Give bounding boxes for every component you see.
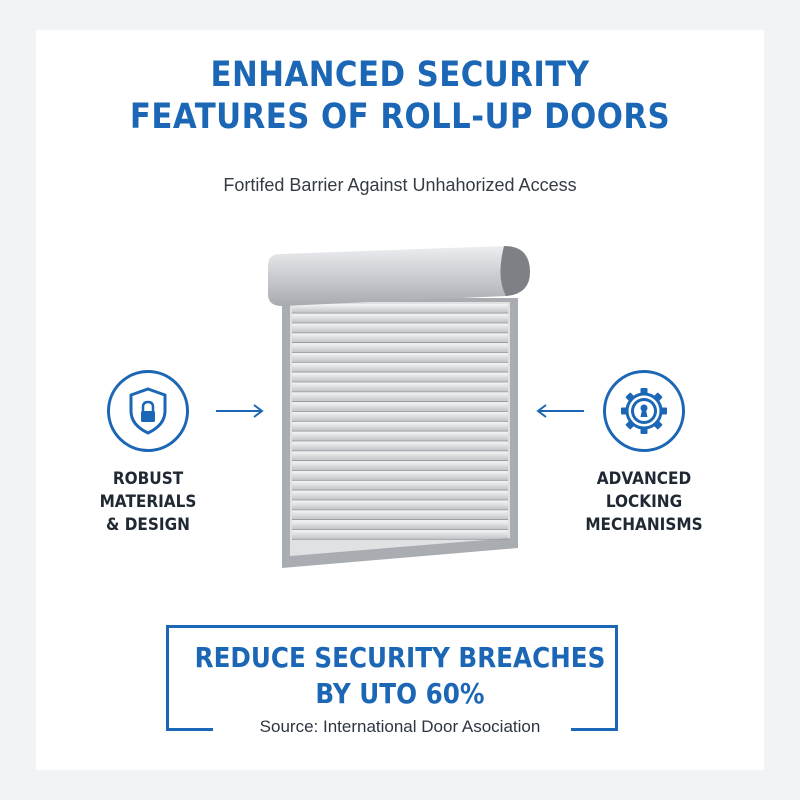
stat-line-1: REDUCE SECURITY BREACHES xyxy=(194,641,606,674)
title-line-2: FEATURES OF ROLL-UP DOORS xyxy=(129,97,671,137)
door-roller-drum xyxy=(268,246,530,306)
feature-label-line: MECHANISMS xyxy=(585,515,703,535)
feature-label-locking: ADVANCED LOCKING MECHANISMS xyxy=(576,468,713,537)
door-slat xyxy=(292,471,508,480)
stat-callout-box xyxy=(166,625,618,731)
arrow-right-icon xyxy=(216,404,264,418)
door-slat xyxy=(292,412,508,421)
gear-keyhole-icon xyxy=(603,370,685,452)
feature-label-line: ROBUST xyxy=(112,469,184,489)
door-slat xyxy=(292,382,508,391)
feature-label-materials: ROBUST MATERIALS & DESIGN xyxy=(85,468,211,537)
source-citation: Source: International Door Asociation xyxy=(259,717,541,736)
roll-up-door-illustration xyxy=(268,246,530,568)
shield-lock-icon xyxy=(107,370,189,452)
door-slat xyxy=(292,510,508,519)
door-slat xyxy=(292,500,508,509)
page-title: ENHANCED SECURITY FEATURES OF ROLL-UP DO… xyxy=(48,54,752,138)
door-slat xyxy=(292,431,508,441)
door-slat xyxy=(292,530,508,539)
door-slat xyxy=(292,461,508,470)
door-slat xyxy=(292,323,508,332)
arrow-left-icon xyxy=(536,404,584,418)
door-slat xyxy=(292,441,508,450)
door-slat xyxy=(292,490,508,500)
door-slat xyxy=(292,451,508,460)
door-slat xyxy=(292,422,508,431)
stat-box-border xyxy=(166,728,213,731)
title-line-1: ENHANCED SECURITY xyxy=(210,55,590,95)
door-slat xyxy=(292,481,508,490)
stat-box-border xyxy=(571,728,618,731)
door-slat xyxy=(292,313,508,323)
stat-headline: REDUCE SECURITY BREACHES BY UTO 60% xyxy=(48,640,752,712)
door-slat xyxy=(292,402,508,411)
subtitle: Fortifed Barrier Against Unhahorized Acc… xyxy=(223,175,577,195)
feature-label-line: LOCKING xyxy=(605,492,683,512)
door-slat xyxy=(292,392,508,401)
door-slat xyxy=(292,363,508,372)
feature-label-line: MATERIALS xyxy=(99,492,197,512)
door-slat xyxy=(292,333,508,342)
feature-label-line: ADVANCED xyxy=(596,469,692,489)
door-slat xyxy=(292,304,508,313)
door-slat xyxy=(292,343,508,352)
door-slat xyxy=(292,520,508,529)
door-slat xyxy=(292,372,508,382)
drum-end-cap xyxy=(500,246,530,296)
door-slats xyxy=(292,304,508,540)
feature-label-line: & DESIGN xyxy=(106,515,190,535)
stat-line-2: BY UTO 60% xyxy=(315,677,485,710)
door-slat xyxy=(292,353,508,362)
